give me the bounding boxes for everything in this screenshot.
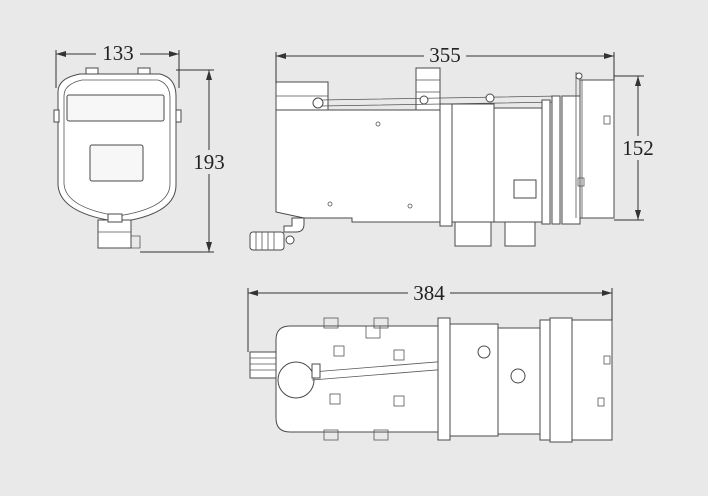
top-exchanger-body: [449, 323, 499, 437]
side-pipe-fitting-left: [312, 97, 324, 109]
front-center-plate: [89, 144, 144, 182]
side-height-label-bg: [618, 136, 658, 160]
side-exchanger-rear: [493, 107, 543, 223]
top-intake-pipe: [249, 351, 277, 379]
top-outlet-cylinder: [571, 319, 613, 441]
side-ring-1: [541, 99, 551, 225]
side-intake-elbow: [283, 217, 305, 233]
side-pipe-fitting-right: [485, 93, 495, 103]
top-tab-4: [373, 429, 389, 441]
top-window-5: [365, 325, 381, 339]
front-side-tab-right: [175, 109, 182, 123]
top-rod-clamp: [311, 363, 321, 379]
side-outlet-slot-1: [603, 115, 611, 125]
top-length-label: 384: [413, 281, 445, 305]
side-sensor-box: [513, 179, 537, 199]
side-view: 355 152: [249, 43, 658, 251]
front-bottom-foot: [131, 235, 141, 249]
side-main-body: [275, 109, 441, 223]
top-tab-2: [373, 317, 389, 329]
top-length-label-bg: [408, 282, 450, 304]
side-exchanger-bottom-left: [454, 221, 492, 247]
front-housing-inner-curve: [63, 79, 171, 217]
top-main-body: [275, 325, 439, 433]
side-pipe-fitting-mid: [419, 95, 429, 105]
side-outlet-cylinder: [579, 79, 615, 219]
side-exchanger-body: [451, 103, 495, 223]
side-top-fin-block: [415, 67, 441, 111]
side-length-label: 355: [429, 43, 461, 67]
top-window-2: [393, 349, 405, 361]
side-bolt-1: [375, 121, 381, 127]
front-top-tab-left: [85, 67, 99, 75]
top-window-1: [333, 345, 345, 357]
side-bolt-3: [407, 203, 413, 209]
top-tab-1: [323, 317, 339, 329]
top-ring-1: [539, 319, 551, 441]
front-outlet-tab: [107, 213, 123, 223]
top-tab-3: [323, 429, 339, 441]
side-bolt-2: [327, 201, 333, 207]
top-window-3: [329, 393, 341, 405]
side-height-label: 152: [622, 136, 654, 160]
side-exchanger-front: [439, 103, 453, 227]
top-outlet-slot-2: [597, 397, 605, 407]
side-length-label-bg: [424, 44, 466, 66]
front-height-label: 193: [193, 150, 225, 174]
side-ring-3: [561, 95, 581, 225]
front-side-tab-left: [53, 109, 60, 123]
top-view: 384: [247, 281, 613, 443]
top-exchanger-port-1: [477, 345, 491, 359]
front-top-tab-right: [137, 67, 151, 75]
front-width-label: 133: [102, 41, 134, 65]
top-exchanger-front: [437, 317, 451, 441]
front-view: 133 193: [53, 41, 230, 253]
top-window-4: [393, 395, 405, 407]
front-height-label-bg: [190, 150, 230, 174]
front-bottom-outlet: [97, 219, 132, 249]
top-exchanger-port-2: [510, 368, 526, 384]
front-label-plate: [66, 94, 165, 122]
intake-clamp: [285, 235, 295, 245]
top-fuel-pump: [277, 361, 315, 399]
front-width-label-bg: [96, 42, 140, 62]
side-exchanger-bottom-right: [504, 221, 536, 247]
side-outlet-slot-2: [577, 177, 585, 187]
side-intake-pipe: [249, 231, 285, 251]
top-ring-2: [549, 317, 573, 443]
side-bracket-top: [575, 72, 583, 80]
side-ring-2: [551, 95, 561, 225]
top-outlet-slot-1: [603, 355, 611, 365]
